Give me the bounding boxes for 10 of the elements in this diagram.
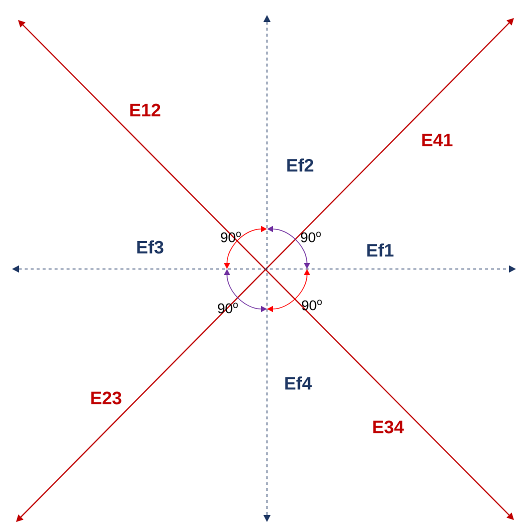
vector-label: Ef4 xyxy=(285,376,312,390)
vector-label: Ef3 xyxy=(137,240,164,254)
vector-label: E23 xyxy=(91,392,122,404)
angle-label: 90$^{o}$ xyxy=(302,300,322,310)
vector-label: E12 xyxy=(130,104,160,116)
vector-label: E41 xyxy=(422,134,452,146)
vector-label: Ef2 xyxy=(287,158,314,172)
vector-label: Ef1 xyxy=(367,244,394,256)
vector-label: E34 xyxy=(373,420,404,434)
angle-label: 90$^{o}$ xyxy=(300,232,321,242)
